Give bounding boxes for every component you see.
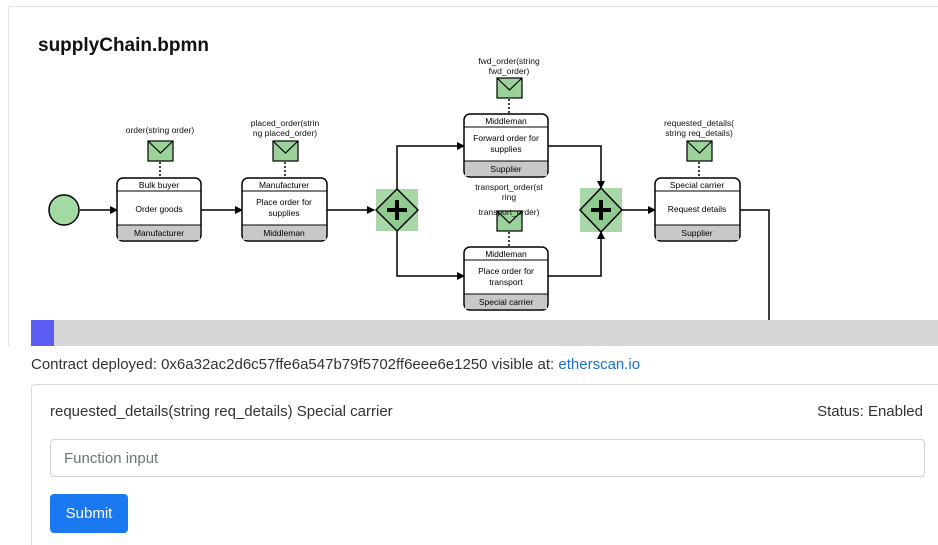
- message-label-transport-order: ring: [502, 192, 516, 202]
- function-input[interactable]: [50, 439, 925, 477]
- task-name: supplies: [268, 208, 299, 218]
- envelope-icon: [686, 140, 713, 162]
- execution-progress-bar: [31, 320, 938, 346]
- parallel-gateway-join: [578, 186, 624, 234]
- task-participant-bottom: Supplier: [681, 228, 712, 238]
- submit-button[interactable]: Submit: [50, 494, 128, 533]
- task-participant-bottom: Supplier: [490, 164, 521, 174]
- message-label-fwd-order: fwd_order(string: [478, 56, 540, 66]
- task-participant-top: Manufacturer: [259, 180, 309, 190]
- deployment-info: Contract deployed: 0x6a32ac2d6c57ffe6a54…: [31, 356, 640, 373]
- deployment-prefix: Contract deployed:: [31, 356, 162, 373]
- envelope-icon: [496, 210, 523, 232]
- task-participant-top: Middleman: [485, 116, 527, 126]
- task-name: Request details: [668, 204, 727, 214]
- message-label-placed-order: placed_order(strin: [251, 118, 320, 128]
- message-label-transport-order: transport_order): [479, 207, 540, 217]
- task-place-order-transport: Middleman Place order for transport Spec…: [463, 246, 549, 311]
- task-name: supplies: [490, 144, 521, 154]
- process-panel: supplyChain.bpmn: [8, 6, 938, 346]
- task-name: Place order for: [256, 197, 312, 207]
- task-participant-bottom: Manufacturer: [134, 228, 184, 238]
- function-title: requested_details(string req_details) Sp…: [50, 403, 393, 420]
- function-card: requested_details(string req_details) Sp…: [31, 384, 938, 545]
- message-labels: order(string order) placed_order(strin n…: [126, 56, 734, 217]
- envelope-icon: [496, 77, 523, 99]
- message-label-requested-details: requested_details(: [664, 118, 734, 128]
- task-participant-top: Middleman: [485, 249, 527, 259]
- task-name: Place order for: [478, 266, 534, 276]
- start-event: [48, 194, 80, 226]
- task-place-order-supplies: Manufacturer Place order for supplies Mi…: [241, 177, 328, 242]
- message-links: [159, 99, 700, 247]
- task-order-goods: Bulk buyer Order goods Manufacturer: [116, 177, 202, 242]
- task-participant-bottom: Middleman: [263, 228, 305, 238]
- task-participant-top: Special carrier: [670, 180, 724, 190]
- etherscan-link[interactable]: etherscan.io: [558, 356, 641, 373]
- deployment-middle: visible at:: [487, 356, 559, 373]
- task-name: transport: [489, 277, 523, 287]
- message-label-fwd-order: fwd_order): [489, 66, 530, 76]
- task-name: Forward order for: [473, 133, 539, 143]
- bpmn-diagram: Bulk buyer Order goods Manufacturer Manu…: [48, 56, 770, 346]
- message-label-transport-order: transport_order(st: [475, 182, 543, 192]
- function-status: Status: Enabled: [817, 403, 923, 420]
- envelope-icon: [147, 140, 174, 162]
- progress-fill: [31, 320, 54, 346]
- task-participant-bottom: Special carrier: [479, 297, 533, 307]
- task-forward-order: Middleman Forward order for supplies Sup…: [463, 113, 549, 178]
- sequence-flows: [80, 142, 770, 346]
- task-name: Order goods: [135, 204, 182, 214]
- message-label-requested-details: string req_details): [665, 128, 733, 138]
- envelope-icon: [272, 140, 299, 162]
- parallel-gateway-split: [374, 187, 420, 233]
- contract-address: 0x6a32ac2d6c57ffe6a547b79f5702ff6eee6e12…: [161, 356, 488, 373]
- task-participant-top: Bulk buyer: [139, 180, 179, 190]
- task-request-details: Special carrier Request details Supplier: [654, 177, 741, 242]
- process-title: supplyChain.bpmn: [38, 35, 209, 56]
- message-label-order: order(string order): [126, 125, 195, 135]
- message-label-placed-order: ng placed_order): [253, 128, 317, 138]
